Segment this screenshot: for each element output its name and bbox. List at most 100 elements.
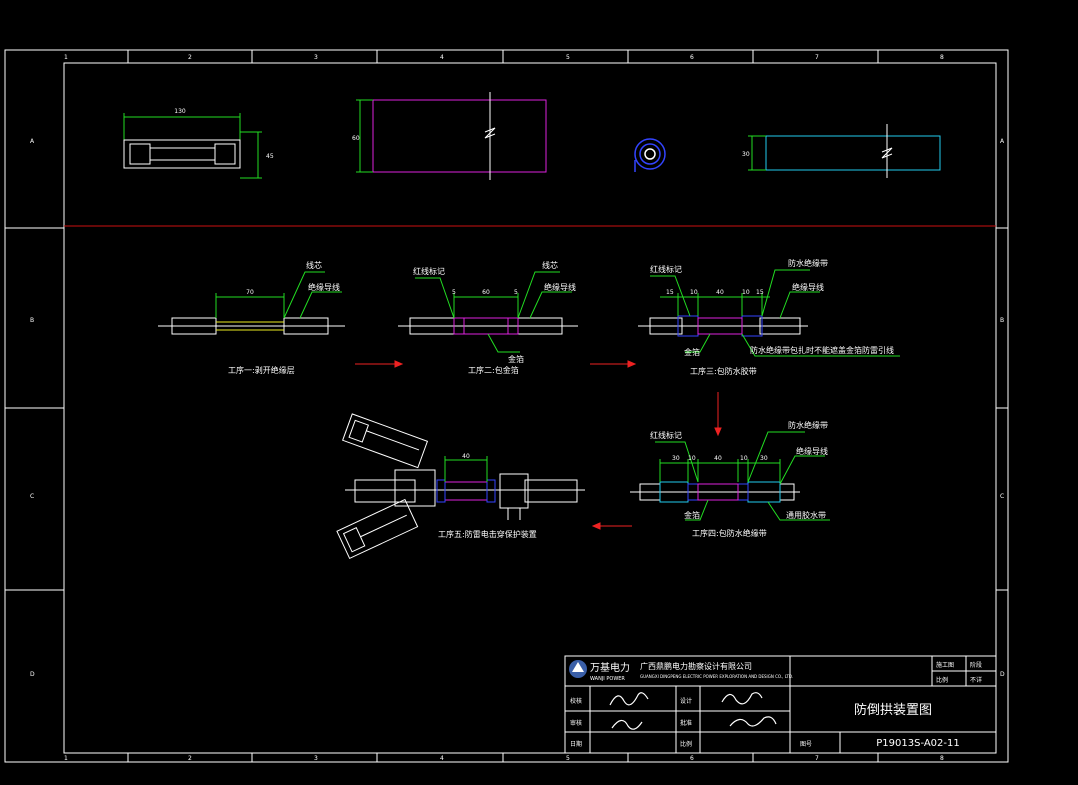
col-number: 2 bbox=[188, 755, 192, 762]
signatures bbox=[609, 692, 777, 730]
tape-roll-outer bbox=[634, 138, 666, 170]
step4-d5: 30 bbox=[760, 455, 768, 462]
step4-label-tape: 防水绝缘带 bbox=[788, 420, 828, 430]
clamp-lower bbox=[336, 498, 419, 560]
col-number: 6 bbox=[690, 755, 694, 762]
clamp-upper bbox=[342, 413, 429, 469]
leader bbox=[529, 291, 572, 319]
clamp-lower-body bbox=[336, 498, 419, 560]
col-number: 3 bbox=[314, 755, 318, 762]
process-arrows bbox=[355, 360, 722, 530]
col-number: 8 bbox=[940, 755, 944, 762]
step1-label-insul: 绝缘导线 bbox=[308, 282, 340, 292]
step4-d3: 40 bbox=[714, 455, 722, 462]
step4-d2: 10 bbox=[688, 455, 696, 462]
gold-foil bbox=[444, 481, 488, 501]
gold-foil bbox=[697, 317, 743, 335]
col-number: 7 bbox=[815, 755, 819, 762]
step3-d5: 15 bbox=[756, 289, 764, 296]
signature-2 bbox=[611, 719, 643, 730]
company-logo bbox=[569, 660, 587, 678]
col-number: 3 bbox=[314, 54, 318, 61]
step2-dim-mid: 60 bbox=[482, 289, 490, 296]
step4-label-insul: 绝缘导线 bbox=[796, 446, 828, 456]
step3-d4: 10 bbox=[742, 289, 750, 296]
leader bbox=[517, 271, 560, 319]
tape-roll-mid bbox=[639, 143, 661, 165]
step5-drawing bbox=[336, 413, 585, 560]
step3-note: 防水绝缘带包扎时不能遮盖金箔防雷引线 bbox=[750, 345, 894, 355]
clamp-upper-jaw bbox=[348, 419, 370, 443]
foil-sheet-drawing bbox=[356, 92, 547, 180]
leader bbox=[283, 271, 325, 319]
leader bbox=[685, 499, 709, 521]
scale-label: 比例 bbox=[936, 676, 948, 684]
step5-dim: 40 bbox=[462, 453, 470, 460]
leader bbox=[779, 455, 825, 485]
step2-label-red: 红线标记 bbox=[413, 266, 445, 276]
step2-label-insul: 绝缘导线 bbox=[544, 282, 576, 292]
clamp-joint bbox=[394, 469, 436, 507]
connector-block bbox=[499, 473, 529, 509]
col-number: 1 bbox=[64, 54, 68, 61]
break-mark bbox=[484, 127, 496, 139]
step3-drawing bbox=[638, 269, 900, 357]
step3-label-foil: 金箔 bbox=[684, 347, 700, 357]
step1-caption: 工序一:剥开绝缘层 bbox=[228, 365, 295, 375]
row-letter: A bbox=[1000, 138, 1005, 145]
logo-mark-icon bbox=[572, 662, 584, 672]
signature-3 bbox=[721, 692, 763, 705]
insulation-left bbox=[649, 317, 683, 335]
step3-d1: 15 bbox=[666, 289, 674, 296]
row-label: 日期 bbox=[570, 740, 582, 748]
step2-dim-left: 5 bbox=[452, 289, 456, 296]
leader bbox=[655, 441, 699, 483]
frame-labels: 1 2 3 4 5 6 7 8 1 2 3 4 5 6 7 8 A B C D … bbox=[30, 54, 1005, 762]
clamp-upper-rail bbox=[366, 430, 420, 451]
step3-caption: 工序三:包防水胶带 bbox=[690, 366, 757, 376]
arrow-head bbox=[394, 360, 404, 368]
leader bbox=[650, 275, 691, 317]
step4-drawing bbox=[630, 431, 830, 521]
step3-label-insul: 绝缘导线 bbox=[792, 282, 824, 292]
row-letter: D bbox=[30, 671, 35, 678]
step4-label-foil: 金箔 bbox=[684, 510, 700, 520]
row-label: 校核 bbox=[570, 697, 582, 705]
col-number: 4 bbox=[440, 54, 444, 61]
row-letter: A bbox=[30, 138, 35, 145]
step3-label-tape: 防水绝缘带 bbox=[788, 258, 828, 268]
col-number: 8 bbox=[940, 54, 944, 61]
step2-caption: 工序二:包金箔 bbox=[468, 365, 519, 375]
company-name-cn: 广西鼎鹏电力勘察设计有限公司 bbox=[640, 661, 752, 671]
step1-label-core: 线芯 bbox=[306, 260, 322, 270]
leader bbox=[685, 333, 711, 353]
scale-value: 不详 bbox=[970, 676, 982, 684]
leader bbox=[767, 501, 830, 521]
leader bbox=[741, 333, 900, 357]
step3-d2: 10 bbox=[690, 289, 698, 296]
step1-drawing bbox=[158, 271, 345, 335]
phase-label: 施工图 bbox=[936, 661, 954, 669]
company-stamp-en: WANJI POWER bbox=[590, 676, 625, 682]
tape-strip bbox=[765, 135, 941, 171]
gold-foil bbox=[697, 483, 739, 501]
foil-sheet bbox=[372, 99, 547, 173]
col-number: 5 bbox=[566, 755, 570, 762]
signature-4 bbox=[729, 716, 777, 727]
tape-roll-drawing bbox=[634, 138, 666, 172]
step3-d3: 40 bbox=[716, 289, 724, 296]
row-label: 设计 bbox=[680, 697, 692, 705]
clamp-device-drawing bbox=[123, 113, 262, 179]
insulation-left bbox=[171, 317, 217, 335]
tape-strip-drawing bbox=[748, 124, 941, 178]
tape-left bbox=[436, 479, 446, 503]
title-block-frame bbox=[564, 655, 997, 754]
step4-d4: 10 bbox=[740, 455, 748, 462]
leader bbox=[487, 333, 520, 353]
row-letter: C bbox=[30, 493, 34, 500]
dim-130: 130 bbox=[174, 108, 186, 115]
clamp-jaw-left bbox=[129, 143, 151, 165]
step2-dim-right: 5 bbox=[514, 289, 518, 296]
step1-dim: 70 bbox=[246, 289, 254, 296]
